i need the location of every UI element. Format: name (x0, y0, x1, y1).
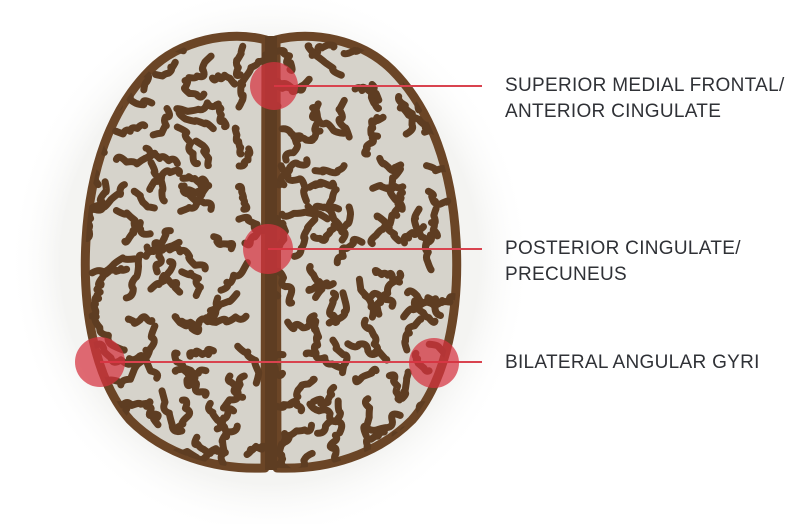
sulcus (314, 321, 318, 353)
label-line: BILATERAL ANGULAR GYRI (505, 350, 760, 376)
sulcus (175, 368, 206, 373)
label-line: ANTERIOR CINGULATE (505, 99, 785, 125)
label-superior-medial-frontal: SUPERIOR MEDIAL FRONTAL/ ANTERIOR CINGUL… (505, 73, 785, 125)
marker-right-angular-gyrus (409, 338, 459, 388)
sulcus (128, 317, 152, 324)
marker-posterior-cingulate (243, 224, 293, 274)
marker-left-angular-gyrus (75, 337, 125, 387)
label-line: POSTERIOR CINGULATE/ (505, 236, 741, 262)
sulcus (310, 182, 334, 187)
label-line: SUPERIOR MEDIAL FRONTAL/ (505, 73, 785, 99)
sulcus (308, 206, 339, 211)
sulcus (239, 83, 243, 107)
sulcus (190, 349, 214, 356)
marker-superior-medial-frontal (250, 62, 298, 110)
sulcus (432, 209, 438, 236)
label-line: PRECUNEUS (505, 262, 741, 288)
sulcus (425, 235, 431, 270)
label-posterior-cingulate: POSTERIOR CINGULATE/ PRECUNEUS (505, 236, 741, 288)
label-bilateral-angular-gyri: BILATERAL ANGULAR GYRI (505, 350, 760, 376)
